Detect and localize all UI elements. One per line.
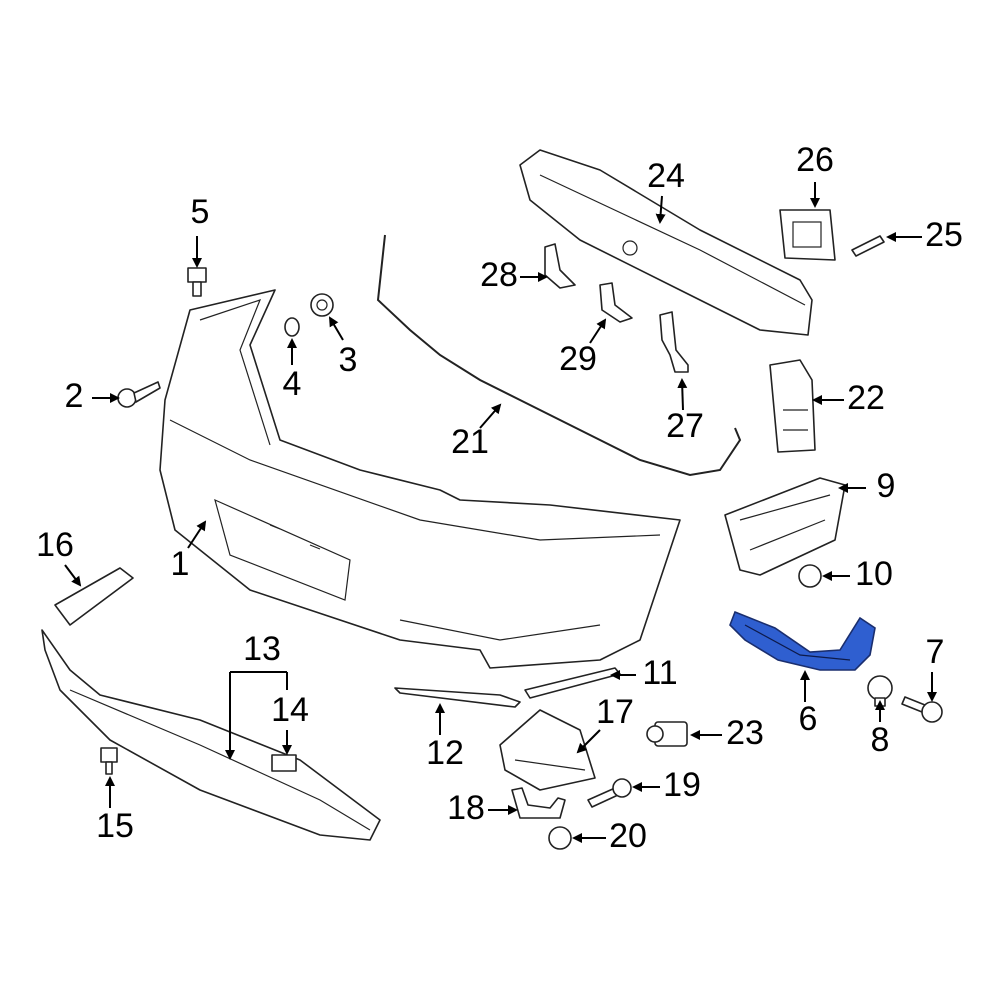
part-27-bracket[interactable] xyxy=(659,311,689,373)
callout-17: 17 xyxy=(596,693,634,731)
part-13-lower-valance[interactable] xyxy=(41,629,381,841)
callout-10: 10 xyxy=(855,555,893,593)
part-10-nut[interactable] xyxy=(798,564,822,588)
part-23-sensor[interactable] xyxy=(646,721,688,747)
callout-19: 19 xyxy=(663,766,701,804)
part-8-clip[interactable] xyxy=(867,675,893,707)
callout-15: 15 xyxy=(96,807,134,845)
leader-lines xyxy=(64,182,937,843)
callout-22: 22 xyxy=(847,379,885,417)
part-3-grommet[interactable] xyxy=(310,293,334,317)
callout-11: 11 xyxy=(642,654,677,692)
callout-labels: 1 2 3 4 5 6 7 8 9 10 11 12 13 14 15 16 1… xyxy=(36,141,963,855)
callout-20: 20 xyxy=(609,817,647,855)
callout-29: 29 xyxy=(559,340,597,378)
part-28-bracket[interactable] xyxy=(544,243,576,289)
callout-12: 12 xyxy=(426,734,464,772)
part-15-bolt[interactable] xyxy=(100,747,118,775)
callout-21: 21 xyxy=(451,423,489,461)
part-22-bracket[interactable] xyxy=(769,359,816,453)
callout-18: 18 xyxy=(447,789,485,827)
part-2-screw[interactable] xyxy=(117,381,161,408)
callout-1: 1 xyxy=(171,545,190,583)
part-29-bracket[interactable] xyxy=(599,282,633,323)
callout-9: 9 xyxy=(877,467,896,505)
callout-23: 23 xyxy=(726,714,764,752)
callout-25: 25 xyxy=(925,216,963,254)
part-7-screw[interactable] xyxy=(901,696,943,723)
callout-28: 28 xyxy=(480,256,518,294)
part-14-clip[interactable] xyxy=(271,754,297,772)
callout-7: 7 xyxy=(926,633,945,671)
part-5-bolt[interactable] xyxy=(187,267,207,297)
part-26-sensor-bracket[interactable] xyxy=(779,209,836,261)
callout-4: 4 xyxy=(283,365,302,403)
part-24-bumper-reinforcement[interactable] xyxy=(519,149,813,336)
callout-2: 2 xyxy=(65,377,84,415)
part-1-bumper-cover[interactable] xyxy=(159,289,681,669)
part-12-trim[interactable] xyxy=(394,687,521,708)
callout-24: 24 xyxy=(647,157,685,195)
part-18-bracket[interactable] xyxy=(511,787,566,819)
part-16-bracket[interactable] xyxy=(54,567,134,626)
callout-6: 6 xyxy=(799,700,818,738)
callout-5: 5 xyxy=(191,193,210,231)
part-19-bolt[interactable] xyxy=(587,778,632,808)
part-20-nut[interactable] xyxy=(548,826,572,850)
part-4-washer[interactable] xyxy=(284,317,300,337)
part-6-bumper-bracket[interactable] xyxy=(729,610,876,671)
callout-13: 13 xyxy=(243,630,281,668)
callout-26: 26 xyxy=(796,141,834,179)
callout-3: 3 xyxy=(339,341,358,379)
callout-14: 14 xyxy=(271,691,309,729)
part-17-lamp-housing[interactable] xyxy=(499,709,596,791)
callout-16: 16 xyxy=(36,526,74,564)
callout-27: 27 xyxy=(666,407,704,445)
part-9-bracket[interactable] xyxy=(724,477,846,576)
part-25-bolt[interactable] xyxy=(851,235,885,257)
callout-8: 8 xyxy=(871,721,890,759)
part-21-wiring-harness[interactable] xyxy=(376,234,742,477)
